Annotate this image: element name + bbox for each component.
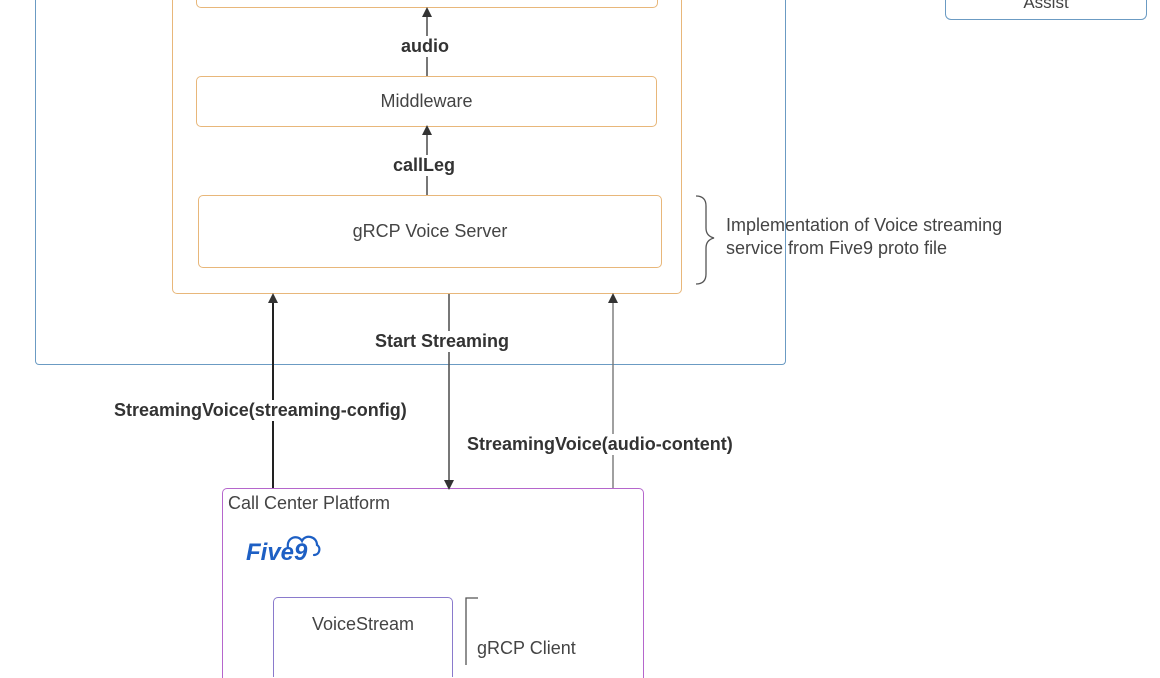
assist-label: Assist bbox=[1023, 0, 1069, 12]
implementation-note-line1: Implementation of Voice streaming bbox=[726, 215, 1003, 235]
outer-service-container bbox=[35, 0, 786, 365]
call-center-platform-container bbox=[222, 488, 644, 678]
five9-logo: Five9 bbox=[244, 528, 324, 568]
grcp-voice-server-box: gRCP Voice Server bbox=[198, 195, 662, 268]
implementation-note-line2: service from Five9 proto file bbox=[726, 238, 948, 258]
svg-text:Five9: Five9 bbox=[246, 539, 308, 566]
middleware-label: Middleware bbox=[380, 91, 473, 111]
server-brace bbox=[695, 195, 715, 285]
orange-service-container bbox=[172, 0, 682, 294]
grcp-client-label: gRCP Client bbox=[477, 638, 576, 658]
voicestream-label: VoiceStream bbox=[311, 614, 415, 634]
grcp-voice-server-label: gRCP Voice Server bbox=[352, 221, 508, 241]
implementation-note: Implementation of Voice streaming servic… bbox=[726, 214, 1002, 260]
client-bracket bbox=[465, 597, 478, 665]
start-streaming-edge-label: Start Streaming bbox=[373, 331, 512, 352]
voicestream-box: VoiceStream bbox=[273, 597, 453, 677]
audio-edge-label: audio bbox=[399, 36, 451, 57]
callleg-edge-label: callLeg bbox=[391, 155, 458, 176]
audio-content-edge-label: StreamingVoice(audio-content) bbox=[465, 434, 735, 455]
call-center-platform-title: Call Center Platform bbox=[228, 493, 391, 513]
streaming-config-edge-label: StreamingVoice(streaming-config) bbox=[112, 400, 409, 421]
assist-box: Assist bbox=[945, 0, 1147, 20]
